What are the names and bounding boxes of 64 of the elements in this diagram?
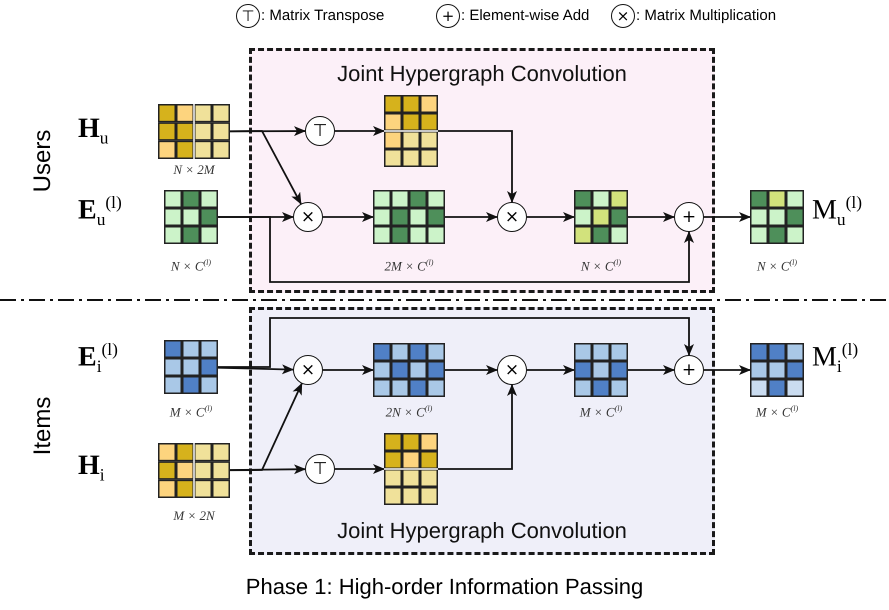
dimension-label: M × C$^{(l)}$ — [168, 404, 214, 420]
dimension-label: M × C$^{(l)}$ — [754, 404, 800, 420]
arrow — [438, 384, 517, 470]
dimension-label: N × C$^{(l)}$ — [580, 258, 622, 274]
matrix-grid-drawing — [373, 190, 445, 244]
arrow — [438, 130, 517, 203]
operator-circle: × — [497, 202, 527, 232]
arrow — [445, 212, 498, 222]
operator-circle: ⊤ — [305, 116, 335, 146]
matrix-grid-drawing — [164, 190, 218, 244]
row-label: Users — [29, 128, 57, 194]
legend-text: : Matrix Transpose — [261, 7, 384, 24]
arrow — [230, 464, 306, 474]
arrow — [527, 365, 575, 375]
arrow — [323, 365, 374, 375]
arrow — [335, 126, 385, 136]
matrix-symbol: H$_{u}$ — [78, 113, 108, 149]
panel-title: Joint Hypergraph Convolution — [336, 61, 628, 87]
arrow — [704, 365, 751, 375]
dimension-label: N × 2M — [172, 162, 216, 178]
operator-symbol: ⊤ — [236, 4, 260, 28]
dashed-group-panel — [249, 307, 715, 555]
arrow — [527, 212, 575, 222]
dimension-label: M × C$^{(l)}$ — [578, 404, 624, 420]
legend-text: : Matrix Multiplication — [636, 7, 776, 24]
operator-symbol: + — [436, 4, 460, 28]
operator-circle: × — [293, 355, 323, 385]
matrix-grid-drawing — [164, 340, 218, 394]
arrow — [323, 212, 374, 222]
arrow — [335, 464, 385, 474]
matrix-grid-drawing — [373, 343, 445, 397]
matrix-grid-drawing — [750, 343, 804, 397]
matrix-grid-drawing — [384, 433, 438, 505]
matrix-grid-drawing — [574, 190, 628, 244]
figure-caption: Phase 1: High-order Information Passing — [244, 574, 644, 600]
operator-circle: × — [497, 355, 527, 385]
operator-circle: × — [293, 202, 323, 232]
arrow — [230, 130, 302, 205]
matrix-grid-drawing — [574, 343, 628, 397]
dimension-label: N × C$^{(l)}$ — [756, 258, 798, 274]
dashed-group-panel — [249, 48, 715, 293]
operator-circle: ⊤ — [305, 454, 335, 484]
arrow — [445, 365, 498, 375]
arrow — [704, 212, 751, 222]
row-label: Items — [29, 396, 57, 458]
dimension-label: M × 2N — [172, 508, 216, 524]
arrow — [628, 212, 675, 222]
matrix-symbol: H$_{i}$ — [78, 450, 105, 486]
dimension-label: 2M × C$^{(l)}$ — [384, 258, 434, 274]
matrix-grid-drawing — [158, 104, 230, 159]
operator-symbol: × — [611, 4, 635, 28]
matrix-grid-drawing — [750, 190, 804, 244]
arrow — [628, 365, 675, 375]
panel-title: Joint Hypergraph Convolution — [336, 518, 628, 544]
dimension-label: 2N × C$^{(l)}$ — [384, 404, 434, 420]
dimension-label: N × C$^{(l)}$ — [170, 258, 212, 274]
legend-text: : Element-wise Add — [461, 7, 590, 24]
operator-circle: + — [674, 202, 704, 232]
arrow — [218, 317, 694, 368]
arrow — [218, 216, 694, 283]
arrow — [218, 364, 294, 374]
operator-circle: + — [674, 355, 704, 385]
matrix-grid-drawing — [384, 95, 438, 167]
matrix-grid-drawing — [158, 443, 230, 498]
